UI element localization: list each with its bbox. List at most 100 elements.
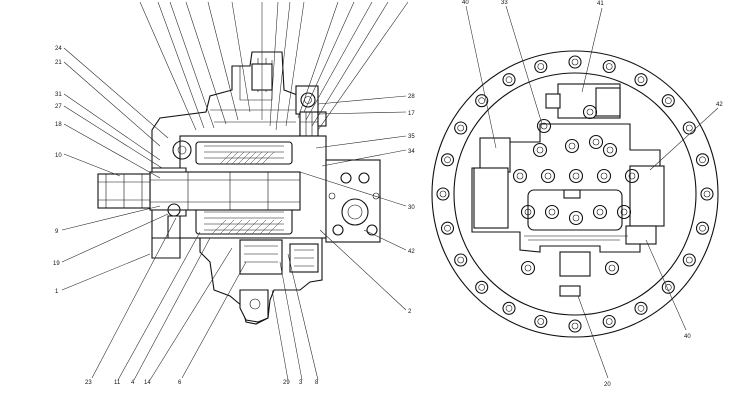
- flange-bolt-hole: [436, 187, 450, 201]
- flange-bolt-hole-inner: [505, 304, 513, 312]
- callout-18: 18: [55, 122, 62, 128]
- callout-24: 24: [55, 46, 62, 52]
- flange-bolt-hole-inner: [505, 76, 513, 83]
- flange-bolt-hole: [682, 121, 696, 135]
- valve-bolt-hole-inner: [548, 208, 556, 216]
- valve-bolt-hole: [582, 104, 598, 120]
- section-hatch: [211, 151, 283, 235]
- valve-bolt-hole-inner: [568, 142, 576, 150]
- flange-bolt-hole-inner: [703, 190, 711, 198]
- flange-bolt-hole-inner: [537, 318, 545, 325]
- sectional-view: [97, 51, 381, 325]
- flange-bolt-hole: [440, 153, 455, 167]
- flange-bolt-hole: [700, 187, 714, 201]
- flange-bolt-hole: [695, 221, 710, 235]
- valve-bolt-hole-inner: [516, 172, 524, 180]
- end-view: [431, 50, 719, 338]
- callout-19: 19: [53, 261, 60, 267]
- flange-bolt-hole-inner: [537, 63, 545, 70]
- gauge-circle: [172, 140, 192, 160]
- valve-bolt-hole-inner: [540, 122, 548, 130]
- flange-bolt-hole: [534, 59, 548, 74]
- flange-bolt-hole: [534, 314, 548, 329]
- valve-bolt-hole-inner: [600, 172, 608, 180]
- valve-bolt-hole-inner: [524, 264, 532, 272]
- flange-bolt-hole: [634, 301, 648, 315]
- flange-bolt-hole: [661, 280, 675, 294]
- callout-17: 17: [408, 111, 415, 117]
- valve-bolt-hole-inner: [592, 138, 600, 146]
- flange-bolt-hole-inner: [439, 190, 447, 198]
- flange-bolt-hole-inner: [457, 256, 465, 264]
- valve-bolt-hole-inner: [608, 264, 616, 272]
- valve-bolt-hole: [604, 260, 620, 276]
- flange-bolt-hole-inner: [457, 124, 465, 132]
- side-port-block: [629, 165, 665, 227]
- flange-bolt-hole: [682, 253, 696, 267]
- callout-9: 9: [55, 229, 59, 235]
- callout-23: 23: [85, 380, 92, 386]
- valve-bolt-hole-inner: [606, 146, 614, 154]
- valve-bolt-hole-inner: [572, 214, 580, 222]
- flange-bolt-hole: [475, 280, 489, 294]
- callout-33: 33: [501, 0, 508, 6]
- valve-bolt-hole: [568, 210, 584, 226]
- callout-20: 20: [604, 382, 611, 388]
- flange-bolt-hole-inner: [605, 318, 613, 325]
- callout-labels: 24 21 31 27 18 10 9 19 1 23 11 4 14 6 29…: [53, 0, 723, 388]
- callout-40-top: 40: [462, 0, 469, 6]
- callout-40-bottom: 40: [684, 334, 691, 340]
- flange-bolt-hole: [602, 59, 616, 74]
- flange-bolt-hole: [602, 314, 616, 329]
- flange-bolt-hole: [634, 73, 648, 87]
- flange-bolt-hole-inner: [605, 63, 613, 70]
- callout-4: 4: [131, 380, 135, 386]
- flange-bolt-hole-inner: [444, 156, 451, 164]
- inner-flange-ring: [453, 72, 697, 316]
- flange-bolt-hole: [475, 94, 489, 108]
- callout-31: 31: [55, 92, 62, 98]
- gear-cluster: [239, 239, 283, 275]
- valve-bolt-hole: [520, 260, 536, 276]
- leader-lines: [61, 1, 719, 381]
- valve-bolt-hole: [512, 168, 528, 184]
- callout-29: 29: [283, 380, 290, 386]
- callout-42-right: 42: [716, 102, 723, 108]
- callout-6: 6: [178, 380, 182, 386]
- callout-27: 27: [55, 104, 62, 110]
- valve-bolt-hole: [564, 138, 580, 154]
- callout-41: 41: [597, 1, 604, 7]
- valve-bolt-hole: [592, 204, 608, 220]
- flange-bolt-hole-inner: [699, 224, 706, 232]
- valve-bolt-hole-inner: [586, 108, 594, 116]
- valve-bolt-hole: [624, 168, 640, 184]
- valve-bolt-hole: [544, 204, 560, 220]
- valve-bolt-hole: [520, 204, 536, 220]
- valve-bolt-hole-inner: [524, 208, 532, 216]
- valve-body-holes: [512, 104, 640, 276]
- flange-bolt-hole: [661, 94, 675, 108]
- flange-bolt-hole-inner: [478, 97, 486, 104]
- end-cover: [325, 159, 381, 243]
- flange-bolt-hole: [454, 121, 468, 135]
- valve-bolt-hole: [540, 168, 556, 184]
- callout-35: 35: [408, 134, 415, 140]
- valve-bolt-hole: [536, 118, 552, 134]
- valve-bolt-hole-inner: [620, 208, 628, 216]
- valve-bolt-hole: [532, 142, 548, 158]
- drain-plug: [559, 285, 581, 297]
- flange-bolt-hole: [502, 73, 516, 87]
- lower-port: [559, 251, 591, 277]
- valve-bolt-hole-inner: [596, 208, 604, 216]
- callout-14: 14: [144, 380, 151, 386]
- callout-30: 30: [408, 205, 415, 211]
- callout-3: 3: [299, 380, 303, 386]
- flange-bolt-hole: [568, 319, 582, 333]
- flange-bolt-hole-inner: [685, 124, 693, 132]
- flange-bolt-hole-inner: [664, 97, 672, 104]
- callout-8: 8: [315, 380, 319, 386]
- valve-bolt-hole-inner: [536, 146, 544, 154]
- outer-flange-ring: [431, 50, 719, 338]
- callout-1: 1: [55, 289, 59, 295]
